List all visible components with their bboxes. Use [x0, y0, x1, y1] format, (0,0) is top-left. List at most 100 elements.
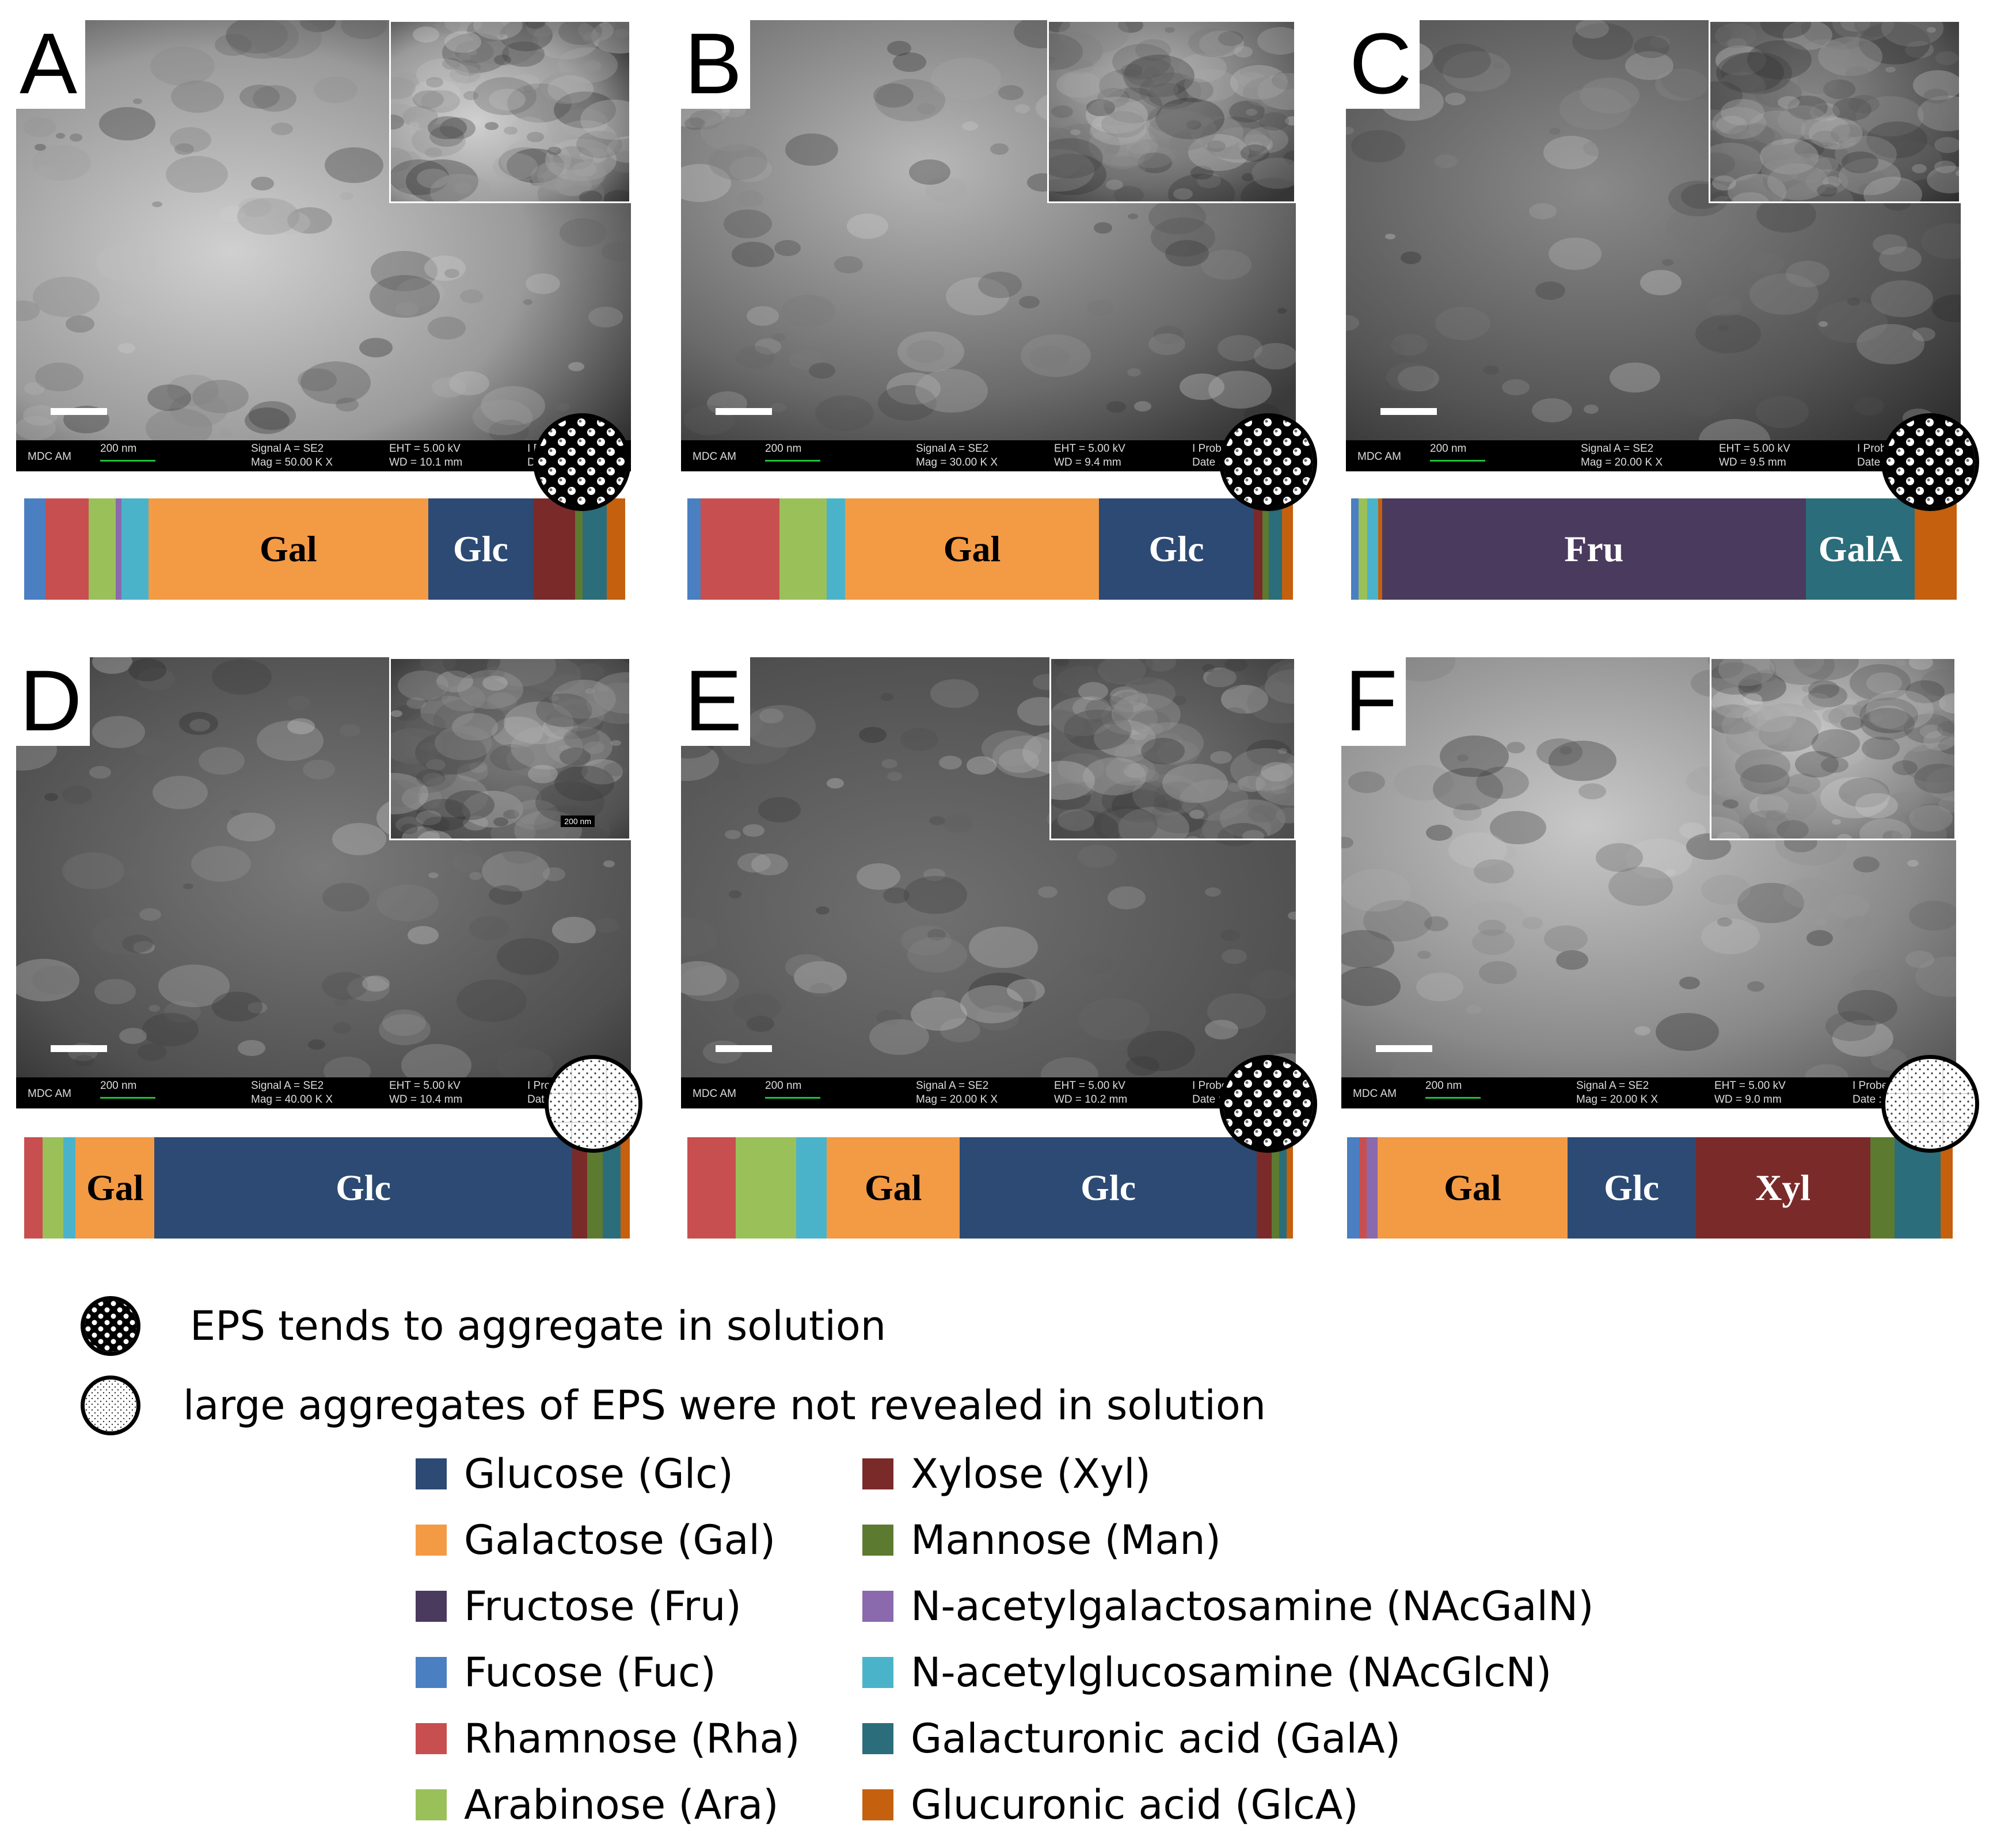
segment-label: Gal	[260, 528, 317, 569]
info-scale: 200 nm	[1430, 443, 1467, 455]
segment-nacglcn	[121, 498, 149, 600]
segment-glc: Glc	[960, 1137, 1257, 1239]
info-scale: 200 nm	[100, 1080, 137, 1092]
segment-glca	[621, 1137, 630, 1239]
segment-fru: Fru	[1382, 498, 1806, 600]
legend-swatch	[416, 1789, 447, 1820]
segment-fuc	[687, 498, 701, 600]
info-scale-marker	[765, 1097, 820, 1099]
inset-micrograph	[1047, 20, 1296, 203]
legend-swatch	[416, 1525, 447, 1556]
segment-gal: Gal	[149, 498, 428, 600]
legend-label: Xylose (Xyl)	[911, 1450, 1151, 1498]
inset-micrograph: 200 nm	[389, 657, 631, 840]
info-wd: WD = 10.2 mm	[1054, 1093, 1128, 1106]
segment-nacglcn	[796, 1137, 827, 1239]
info-scale: 200 nm	[765, 1080, 802, 1092]
panel-letter: D	[16, 657, 90, 746]
legend-aggregate-text: EPS tends to aggregate in solution	[190, 1302, 887, 1350]
scale-bar	[1380, 408, 1437, 415]
aggregate-pattern-icon	[1881, 413, 1979, 511]
legend-item-nacgaln: N-acetylgalactosamine (NAcGalN)	[862, 1583, 1594, 1630]
info-scale-marker	[100, 460, 155, 462]
segment-label: Glc	[1604, 1167, 1660, 1208]
segment-fuc	[24, 498, 45, 600]
segment-label: Glc	[336, 1167, 391, 1208]
segment-xyl	[572, 1137, 588, 1239]
legend-item-rha: Rhamnose (Rha)	[416, 1715, 800, 1762]
info-detector: MDC AM	[28, 1088, 71, 1100]
segment-ara	[736, 1137, 797, 1239]
legend-label: Fructose (Fru)	[464, 1583, 741, 1630]
info-scale: 200 nm	[1425, 1080, 1462, 1092]
segment-man	[1262, 498, 1269, 600]
info-wd: WD = 10.1 mm	[389, 456, 463, 468]
segment-gala	[602, 1137, 621, 1239]
aggregate-pattern-icon	[81, 1296, 140, 1356]
info-mag: Mag = 50.00 K X	[251, 456, 333, 468]
segment-xyl	[533, 498, 576, 600]
segment-gal: Gal	[826, 1137, 960, 1239]
legend-none-text: large aggregates of EPS were not reveale…	[183, 1382, 1266, 1429]
segment-glc: Glc	[428, 498, 534, 600]
info-scale-marker	[1425, 1097, 1481, 1099]
scale-bar	[716, 408, 772, 415]
legend-label: Mannose (Man)	[911, 1516, 1221, 1564]
panel-letter: A	[16, 20, 86, 109]
legend-item-fuc: Fucose (Fuc)	[416, 1649, 716, 1696]
info-mag: Mag = 20.00 K X	[1576, 1093, 1659, 1106]
composition-bar-f: Gal Glc Xyl	[1347, 1137, 1953, 1239]
inset-micrograph	[389, 20, 631, 203]
segment-label: Fru	[1564, 528, 1624, 569]
legend-swatch	[862, 1723, 893, 1754]
inset-scale-label: 200 nm	[561, 816, 595, 827]
segment-label: Xyl	[1755, 1167, 1811, 1208]
composition-bar-c: Fru GalA	[1351, 498, 1957, 600]
segment-glca	[1940, 1137, 1953, 1239]
legend-swatch	[416, 1458, 447, 1489]
segment-label: Gal	[1444, 1167, 1501, 1208]
info-wd: WD = 10.4 mm	[389, 1093, 463, 1106]
legend-item-gal: Galactose (Gal)	[416, 1516, 775, 1564]
segment-nacgaln	[115, 498, 122, 600]
segment-glc: Glc	[1567, 1137, 1696, 1239]
info-wd: WD = 9.0 mm	[1714, 1093, 1782, 1106]
segment-gala	[1895, 1137, 1941, 1239]
info-signal: Signal A = SE2	[1581, 443, 1654, 455]
legend-swatch	[416, 1723, 447, 1754]
info-signal: Signal A = SE2	[916, 443, 989, 455]
segment-xyl	[1253, 498, 1263, 600]
legend-item-glca: Glucuronic acid (GlcA)	[862, 1781, 1359, 1828]
legend-aggregate-row: EPS tends to aggregate in solution	[81, 1296, 886, 1356]
info-scale-marker	[100, 1097, 155, 1099]
segment-glc: Glc	[154, 1137, 573, 1239]
info-scale-marker	[765, 460, 820, 462]
segment-nacgaln	[1367, 1137, 1378, 1239]
legend-label: Galacturonic acid (GalA)	[911, 1715, 1401, 1762]
legend-label: N-acetylglucosamine (NAcGlcN)	[911, 1649, 1552, 1696]
legend-none-row: large aggregates of EPS were not reveale…	[81, 1375, 1266, 1435]
legend-label: Glucuronic acid (GlcA)	[911, 1781, 1359, 1828]
segment-label: GalA	[1818, 528, 1903, 569]
info-signal: Signal A = SE2	[1576, 1080, 1649, 1092]
info-eht: EHT = 5.00 kV	[1054, 1080, 1125, 1092]
legend-item-xyl: Xylose (Xyl)	[862, 1450, 1151, 1498]
legend-label: Fucose (Fuc)	[464, 1649, 716, 1696]
legend-swatch	[416, 1657, 447, 1688]
segment-ara	[779, 498, 827, 600]
legend-item-ara: Arabinose (Ara)	[416, 1781, 779, 1828]
segment-gala	[1268, 498, 1283, 600]
segment-rha	[701, 498, 779, 600]
